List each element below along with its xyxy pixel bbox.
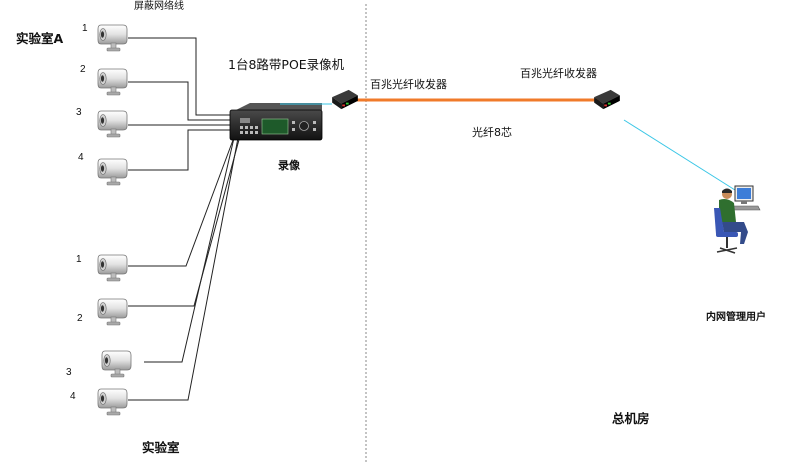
camera-icon-bottom-4 xyxy=(97,388,128,416)
camera-icon-bottom-1 xyxy=(97,254,128,282)
camera-number-bottom-4: 4 xyxy=(70,391,76,402)
media-converter-icon-right xyxy=(594,89,620,110)
shield-cable-label: 屏蔽网络线 xyxy=(134,1,184,12)
nvr-recorder-icon xyxy=(229,103,323,141)
camera-group-bottom xyxy=(97,254,132,416)
nvr-caption: 录像 xyxy=(278,159,300,172)
cables-top xyxy=(128,37,232,171)
camera-number-bottom-2: 2 xyxy=(77,313,83,324)
cable-bottom-1 xyxy=(128,131,237,267)
camera-number-bottom-1: 1 xyxy=(76,254,82,265)
fiber-label: 光纤8芯 xyxy=(472,126,512,139)
cable-top-2 xyxy=(128,81,232,121)
camera-icon-bottom-3 xyxy=(101,350,132,378)
main-room-title: 总机房 xyxy=(612,411,650,426)
lab-bottom-title: 实验室 xyxy=(142,440,180,455)
camera-number-bottom-3: 3 xyxy=(66,367,72,378)
cable-bottom-4 xyxy=(128,137,239,401)
camera-icon-top-2 xyxy=(97,68,128,96)
cable-top-4 xyxy=(128,129,232,171)
camera-icon-top-3 xyxy=(97,110,128,138)
operator-workstation-icon xyxy=(714,185,761,254)
camera-icon-top-1 xyxy=(97,24,128,52)
camera-number-top-1: 1 xyxy=(82,23,88,34)
transceiver-right-label: 百兆光纤收发器 xyxy=(520,67,597,80)
lab-a-title: 实验室A xyxy=(16,31,64,46)
nvr-title: 1台8路带POE录像机 xyxy=(228,57,345,72)
cable-bottom-3 xyxy=(144,137,235,363)
camera-number-top-3: 3 xyxy=(76,107,82,118)
camera-group-top xyxy=(97,24,128,186)
cable-top-1 xyxy=(128,37,232,116)
cables-bottom xyxy=(128,131,241,401)
camera-number-top-4: 4 xyxy=(78,152,84,163)
cyan-link-user xyxy=(623,119,736,191)
media-converter-icon-left xyxy=(332,89,358,110)
transceiver-left-label: 百兆光纤收发器 xyxy=(370,78,447,91)
user-label: 内网管理用户 xyxy=(706,312,766,323)
camera-number-top-2: 2 xyxy=(80,64,86,75)
cable-bottom-2 xyxy=(128,135,241,307)
camera-icon-top-4 xyxy=(97,158,128,186)
camera-icon-bottom-2 xyxy=(97,298,128,326)
